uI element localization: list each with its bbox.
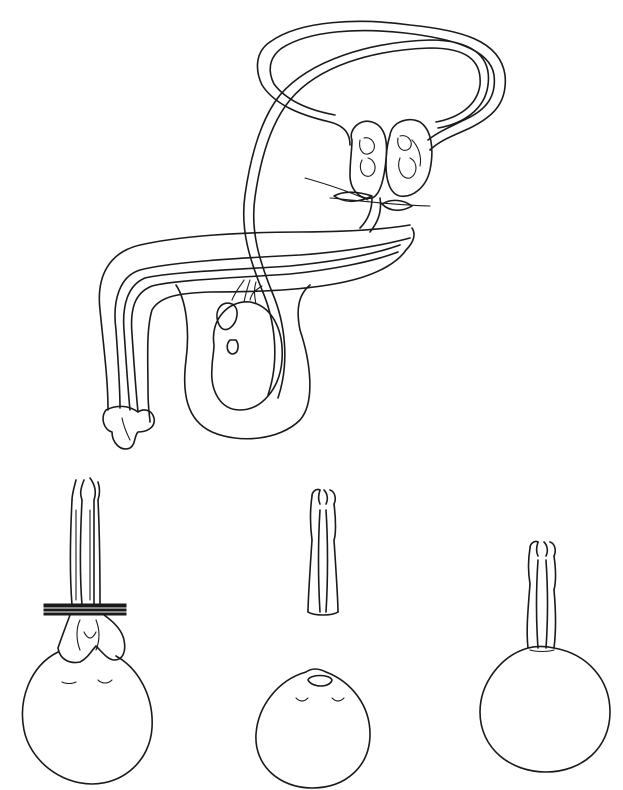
stage-3-tube xyxy=(527,541,555,648)
stage-3-sphere xyxy=(480,647,610,773)
